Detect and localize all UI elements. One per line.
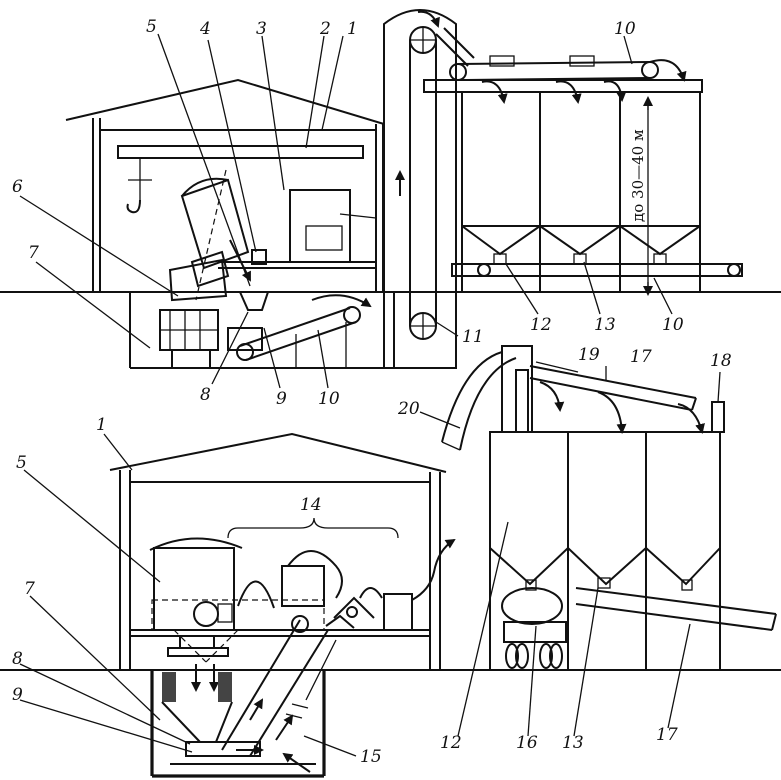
label-4-top: 4: [199, 19, 211, 39]
label-15: 15: [360, 747, 382, 767]
label-19: 19: [578, 345, 600, 365]
label-11: 11: [462, 327, 484, 347]
label-13-bottom: 13: [562, 733, 584, 753]
bucket-elevator: [383, 9, 475, 369]
label-17-top: 17: [630, 347, 652, 367]
pit-top: [129, 291, 395, 369]
label-5-bottom: 5: [16, 453, 27, 473]
label-1-top: 1: [347, 19, 358, 39]
label-14: 14: [300, 495, 322, 515]
building-bottom: [109, 432, 456, 670]
label-10-top-lower: 10: [318, 389, 340, 409]
label-10-top-right: 10: [662, 315, 684, 335]
leaders-top: [19, 33, 673, 389]
label-7-top: 7: [28, 243, 39, 263]
leaders-bottom: [19, 361, 721, 757]
label-12-bottom: 12: [440, 733, 462, 753]
label-18: 18: [710, 351, 732, 371]
label-6-top: 6: [12, 177, 23, 197]
silo-battery-bottom: [441, 345, 777, 671]
crane-beam: [117, 145, 364, 159]
label-12-top: 12: [530, 315, 552, 335]
label-5-top: 5: [146, 17, 157, 37]
hook-icon: [126, 199, 141, 214]
top-scheme: до 30—40 м: [0, 9, 781, 389]
label-16: 16: [516, 733, 538, 753]
label-9-top: 9: [276, 389, 287, 409]
tilted-mixer: [168, 169, 250, 302]
label-7-bottom: 7: [24, 579, 35, 599]
label-10-top-upper: 10: [614, 19, 636, 39]
label-9-bottom: 9: [12, 685, 23, 705]
label-13-top: 13: [594, 315, 616, 335]
label-20: 20: [397, 399, 420, 419]
height-annotation: до 30—40 м: [629, 129, 647, 222]
label-3-top: 3: [256, 19, 267, 39]
label-8-bottom: 8: [12, 649, 23, 669]
pit-bottom: [150, 614, 355, 778]
label-17-bottom: 17: [656, 725, 678, 745]
feeder-4: [251, 249, 267, 265]
silo-battery-top: до 30—40 м: [423, 55, 743, 296]
bottom-scheme: [0, 345, 781, 778]
number-labels: 1 2 3 4 5 6 7 8 9 10 10 10 11 12 13 1 5 …: [12, 17, 732, 767]
label-8-top: 8: [200, 385, 211, 405]
label-1-bottom: 1: [96, 415, 107, 435]
label-2-top: 2: [319, 19, 331, 39]
feeder-bottom: [167, 629, 239, 692]
machine-3: [289, 189, 351, 263]
